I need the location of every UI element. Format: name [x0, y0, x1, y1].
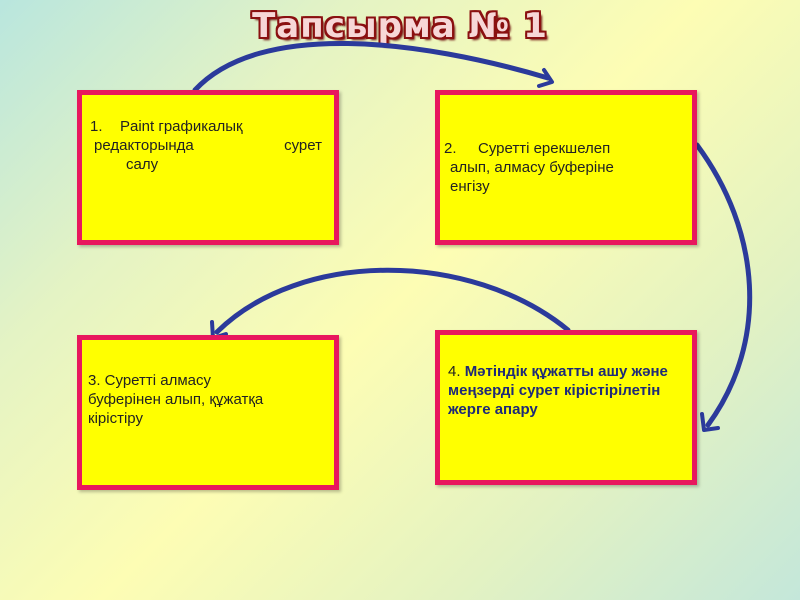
step-3-line-2: буферінен алып, құжатқа: [88, 391, 264, 408]
step-box-1: 1. Paint графикалық редакторында сурет с…: [77, 90, 339, 245]
step-3-line-1: 3. Суретті алмасу: [88, 372, 212, 389]
step-3-line-3: кірістіру: [88, 410, 143, 427]
step-4-text: Мәтіндік құжатты ашу және меңзерді сурет…: [448, 363, 668, 418]
arrow-2-to-4-head: [700, 412, 720, 432]
step-4-number: 4.: [448, 363, 461, 380]
arrow-1-to-2: [192, 41, 551, 93]
step-2-line-3: енгізу: [450, 178, 490, 195]
step-box-4: 4. Мәтіндік құжатты ашу және меңзерді су…: [435, 330, 697, 485]
step-2-number: 2.: [444, 140, 457, 157]
step-1-number: 1.: [90, 118, 103, 135]
step-1-line-1: Paint графикалық: [120, 118, 243, 135]
step-2-line-2: алып, алмасу буферіне: [450, 159, 614, 176]
step-4-text-block: 4. Мәтіндік құжатты ашу және меңзерді су…: [448, 362, 678, 419]
arrow-2-to-4: [694, 142, 753, 428]
step-2-line-1: Суретті ерекшелеп: [478, 140, 611, 157]
step-1-line-2: редакторында сурет: [94, 137, 322, 154]
step-box-2: 2. Суретті ерекшелеп алып, алмасу буфері…: [435, 90, 697, 245]
page-title: Тапсырма № 1: [252, 6, 548, 46]
step-box-3: 3. Суретті алмасу буферінен алып, құжатқ…: [77, 335, 339, 490]
step-1-line-3: салу: [126, 156, 159, 173]
arrow-1-to-2-head: [537, 68, 554, 88]
arrow-4-to-3: [214, 267, 571, 335]
